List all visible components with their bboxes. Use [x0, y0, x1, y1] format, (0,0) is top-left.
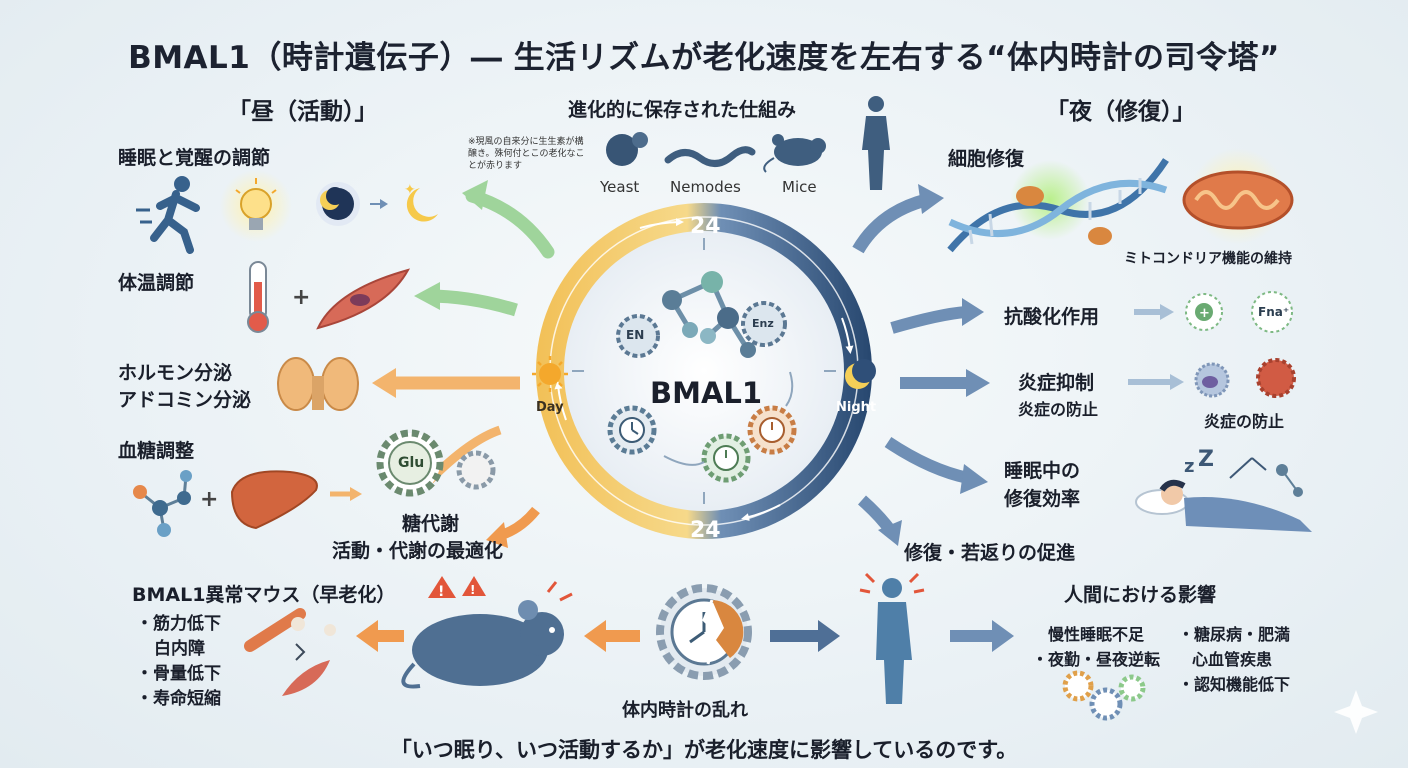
- bottom-caption: 「いつ眠り、いつ活動するか」が老化速度に影響しているのです。: [390, 738, 1018, 762]
- broken-clock-icon: [656, 584, 752, 680]
- metabolism-optimize-label: 活動・代謝の最適化: [332, 540, 504, 562]
- evolution-title: 進化的に保存された仕組み: [568, 99, 797, 121]
- muscle-cell-icon: [316, 268, 411, 330]
- orange-gears-icon: [1062, 670, 1146, 721]
- hormone-label-1: ホルモン分泌: [118, 362, 233, 384]
- sleep-repair-label-2: 修復効率: [1004, 488, 1081, 510]
- thermometer-icon: +: [247, 261, 310, 333]
- night-moon-icon: ✦: [316, 182, 438, 226]
- sleeping-person-icon: z Z: [1135, 447, 1312, 532]
- inflammation-sub-label: 炎症の防止: [1018, 400, 1099, 419]
- antioxidant-label: 抗酸化作用: [1004, 306, 1100, 328]
- night-arrows: [852, 184, 1184, 546]
- enzyme-gear-left-label: EN: [626, 328, 645, 342]
- svg-text:!: !: [438, 584, 444, 600]
- svg-text:Z: Z: [1198, 447, 1214, 472]
- day-arrows: [372, 180, 555, 548]
- cell-repair-label: 細胞修復: [948, 148, 1025, 170]
- bone-muscle-icon: [244, 608, 336, 696]
- sleep-wake-label: 睡眠と覚醒の調節: [118, 147, 271, 169]
- immune-cell-icon: [1194, 358, 1296, 398]
- svg-text:+: +: [200, 487, 218, 512]
- yeast-label: Yeast: [600, 178, 640, 196]
- human-impact-right-list: ・糖尿病・肥満 心血管疾患 ・認知機能低下: [1178, 622, 1290, 697]
- moon-icon: [845, 359, 876, 389]
- thyroid-icon: [277, 357, 359, 411]
- inflammation-label: 炎症抑制: [1018, 372, 1095, 394]
- inflammation-result-label: 炎症の防止: [1204, 412, 1285, 431]
- sun-icon: [532, 356, 568, 392]
- liver-icon: [230, 470, 362, 530]
- mitochondria-icon: [1182, 148, 1294, 244]
- page-title: BMAL1（時計遺伝子）― 生活リズムが老化速度を左右する“体内時計の司令塔”: [128, 40, 1280, 76]
- svg-text:+: +: [1199, 306, 1210, 321]
- circadian-ring: [536, 203, 872, 539]
- svg-text:+: +: [292, 285, 310, 310]
- bmal1-molecule: [662, 271, 756, 358]
- aged-mouse-icon: ! !: [401, 576, 573, 689]
- ring-top-24: 24: [690, 214, 721, 239]
- night-header: 「夜（修復）」: [1046, 99, 1196, 125]
- enzyme-gears: [607, 301, 797, 483]
- sleep-repair-label-1: 睡眠中の: [1004, 460, 1081, 482]
- nematode-icon: [664, 146, 756, 167]
- antioxidant-badge: Fna⁺: [1258, 305, 1290, 319]
- human-impact-left-list: 慢性睡眠不足 ・夜勤・昼夜逆転: [1032, 622, 1160, 672]
- mutant-symptom-list: ・筋力低下 白内障 ・骨量低下 ・寿命短縮: [136, 612, 221, 712]
- evolution-note: ※現風の自来分に生生素が構醸き。殊何付とこの老化なことが赤ります: [468, 137, 585, 171]
- list-item: ・骨量低下: [136, 664, 221, 684]
- mitochondria-label: ミトコンドリア機能の維持: [1124, 251, 1292, 267]
- glu-gear-icon: [376, 429, 496, 497]
- glucose-label: 血糖調整: [118, 440, 195, 462]
- yeast-icon: [606, 132, 648, 166]
- glu-badge: Glu: [398, 455, 425, 471]
- list-item: 心血管疾患: [1192, 650, 1273, 669]
- stressed-human-icon: [859, 572, 925, 704]
- list-item: ・寿命短縮: [136, 689, 221, 709]
- bottom-arrows: [356, 620, 1014, 652]
- human-figure-icon: [862, 96, 890, 190]
- svg-text:✦: ✦: [404, 182, 416, 198]
- human-impact-title: 人間における影響: [1064, 584, 1217, 606]
- body-temp-label: 体温調節: [118, 272, 195, 294]
- mutant-mouse-title: BMAL1異常マウス（早老化）: [132, 584, 396, 606]
- svg-text:!: !: [470, 583, 475, 597]
- list-item: ・筋力低下: [136, 614, 221, 634]
- rejuvenation-label: 修復・若返りの促進: [904, 542, 1076, 564]
- sparkle-icon: [1334, 690, 1378, 734]
- mice-label: Mice: [782, 178, 817, 196]
- antioxidant-icon: +: [1185, 291, 1293, 333]
- enzyme-gear-right-label: Enz: [752, 317, 774, 330]
- list-item: ・夜勤・昼夜逆転: [1032, 650, 1161, 669]
- dna-helix-icon: [947, 158, 1169, 253]
- clock-disruption-label: 体内時計の乱れ: [622, 700, 748, 721]
- hormone-label-2: アドコミン分泌: [118, 389, 252, 411]
- svg-text:z: z: [1184, 456, 1194, 477]
- ring-bottom-24: 24: [690, 518, 721, 543]
- nematode-label: Nemodes: [670, 178, 741, 196]
- molecule-network-icon: +: [133, 470, 218, 537]
- day-header: 「昼（活動）」: [228, 99, 378, 125]
- night-label: Night: [836, 400, 877, 415]
- list-item: 慢性睡眠不足: [1048, 625, 1145, 644]
- lightbulb-icon: [220, 170, 292, 242]
- runner-icon: [136, 176, 200, 254]
- sugar-metabolism-label: 糖代謝: [402, 513, 460, 535]
- center-label: BMAL1: [650, 376, 763, 410]
- list-item: 白内障: [154, 639, 205, 659]
- list-item: ・認知機能低下: [1178, 675, 1291, 694]
- mouse-icon: [763, 134, 826, 173]
- list-item: ・糖尿病・肥満: [1178, 625, 1291, 644]
- day-label: Day: [536, 400, 564, 415]
